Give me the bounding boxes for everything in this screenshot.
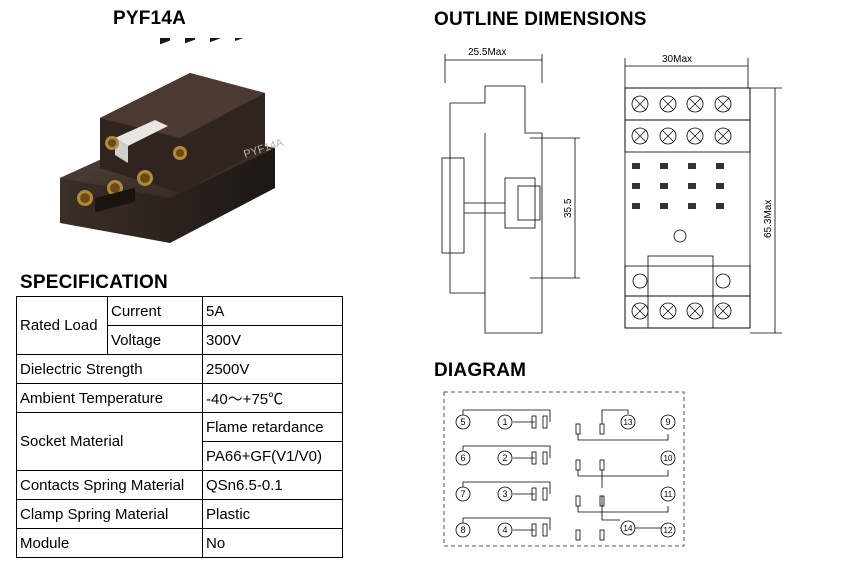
socket-material-label: Socket Material (16, 412, 203, 471)
voltage-label: Voltage (107, 325, 203, 355)
outline-title: OUTLINE DIMENSIONS (434, 9, 647, 30)
terminal-5: 5 (460, 417, 465, 427)
voltage-value: 300V (202, 325, 343, 355)
module-value: No (202, 528, 343, 558)
dielectric-label: Dielectric Strength (16, 354, 203, 384)
terminal-1: 1 (502, 417, 507, 427)
dim-side-width: 25.5Max (468, 47, 506, 58)
product-photo: PYF14A (60, 38, 286, 243)
current-value: 5A (202, 296, 343, 326)
terminal-7: 7 (460, 489, 465, 499)
terminal-13: 13 (624, 418, 633, 427)
terminal-8: 8 (460, 525, 465, 535)
module-label: Module (16, 528, 203, 558)
terminal-11: 11 (664, 490, 673, 499)
outline-drawing: 25.5Max 30Max 35.5 65.3Max (441, 47, 782, 334)
spec-table: Rated Load Current 5A Voltage 300V Diele… (16, 296, 343, 558)
product-title: PYF14A (113, 8, 187, 29)
dim-side-height: 35.5 (563, 198, 574, 218)
socket-material-line1: Flame retardance (202, 412, 343, 442)
diagram-title: DIAGRAM (434, 360, 527, 381)
terminal-10: 10 (664, 454, 673, 463)
rated-load-label: Rated Load (16, 296, 108, 355)
terminal-4: 4 (502, 525, 507, 535)
dielectric-value: 2500V (202, 354, 343, 384)
terminal-6: 6 (460, 453, 465, 463)
dim-front-width: 30Max (662, 54, 692, 65)
terminal-12: 12 (664, 526, 673, 535)
spec-title: SPECIFICATION (20, 272, 168, 293)
terminal-14: 14 (624, 524, 633, 533)
dim-front-height: 65.3Max (763, 200, 774, 238)
ambient-temp-label: Ambient Temperature (16, 383, 203, 413)
terminal-9: 9 (665, 417, 670, 427)
clamp-spring-value: Plastic (202, 499, 343, 529)
terminal-3: 3 (502, 489, 507, 499)
terminal-2: 2 (502, 453, 507, 463)
contacts-spring-label: Contacts Spring Material (16, 470, 203, 500)
ambient-temp-value: -40～+75℃ (202, 383, 343, 413)
socket-material-line2: PA66+GF(V1/V0) (202, 441, 343, 471)
current-label: Current (107, 296, 203, 326)
clamp-spring-label: Clamp Spring Material (16, 499, 203, 529)
wiring-diagram: 1 2 3 4 5 6 7 8 9 10 11 12 13 14 (443, 391, 685, 547)
contacts-spring-value: QSn6.5-0.1 (202, 470, 343, 500)
